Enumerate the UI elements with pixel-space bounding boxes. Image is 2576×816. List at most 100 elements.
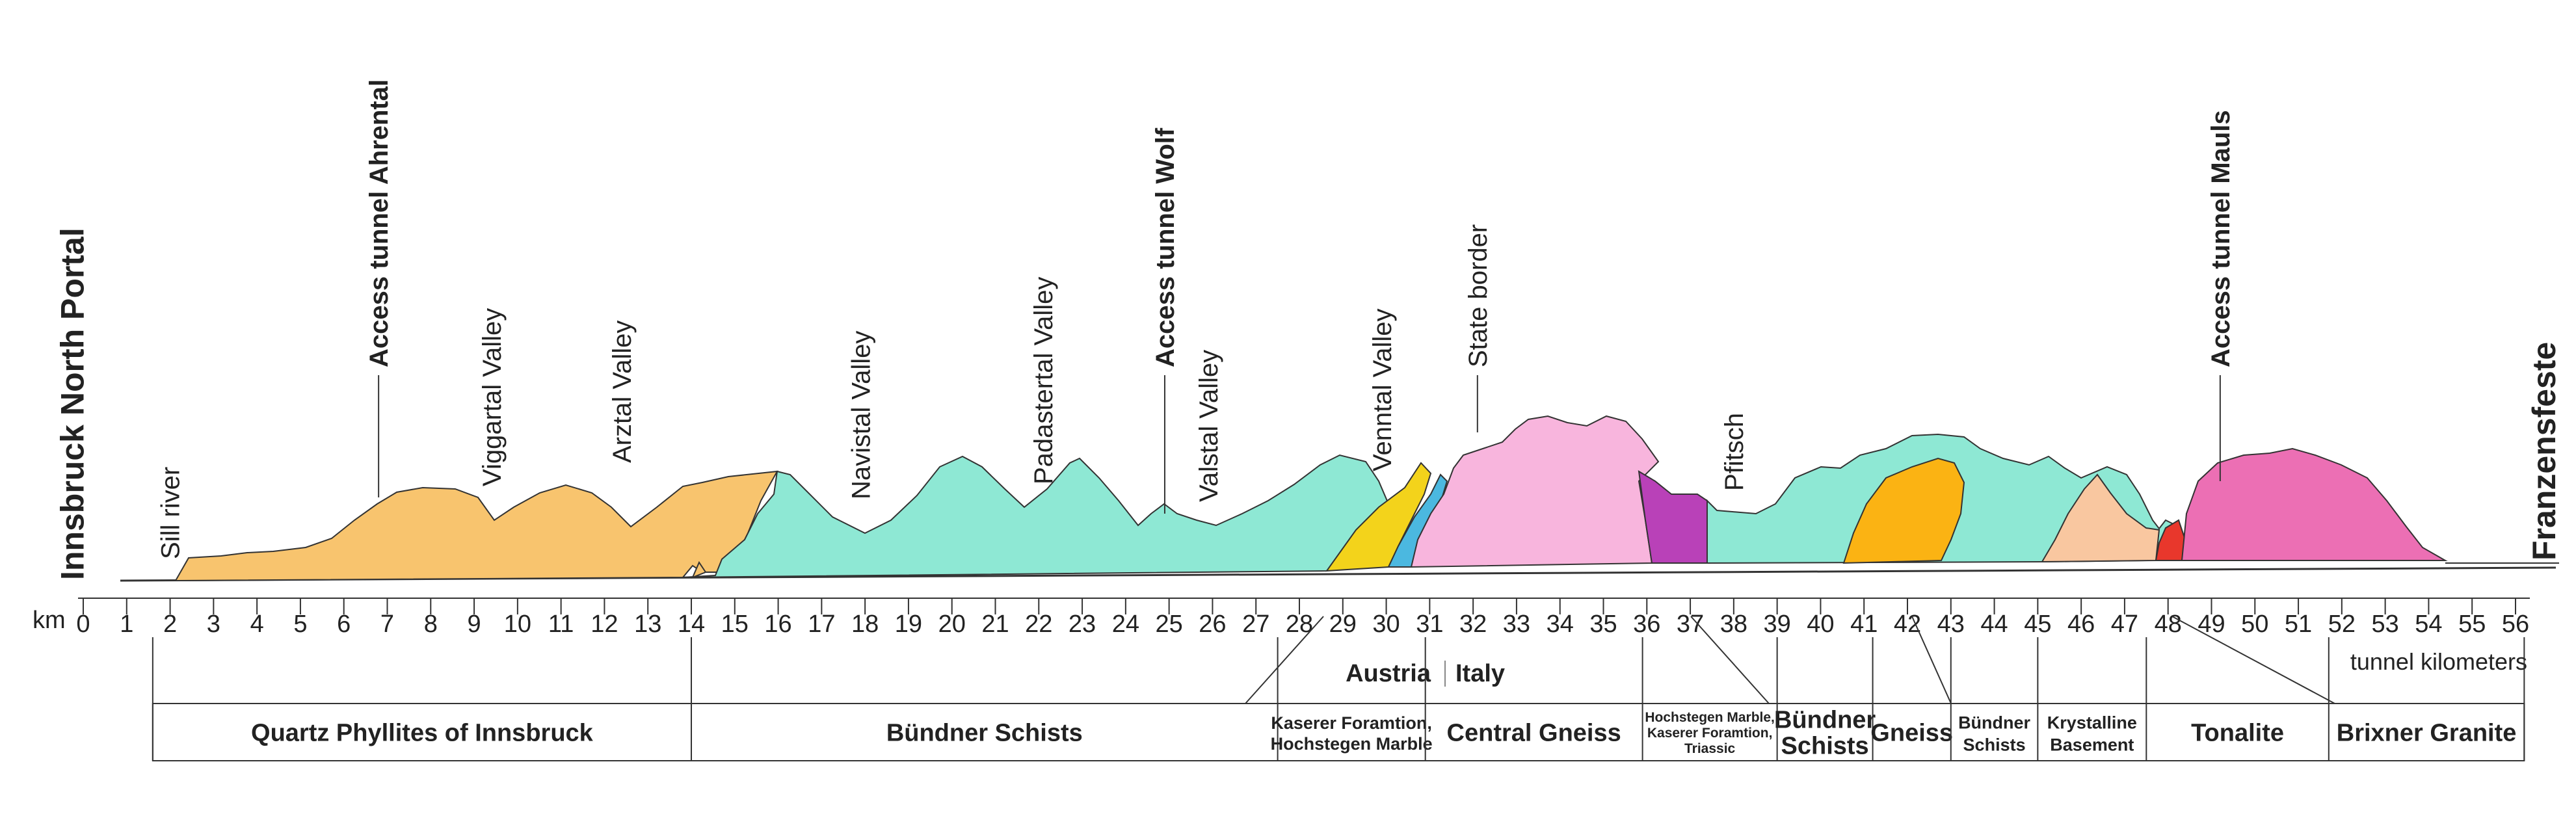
body-central-gneiss — [1410, 415, 1660, 568]
country-austria: Austria — [1346, 660, 1431, 687]
geology-label-buendner-schists-1: Bündner Schists — [886, 720, 1083, 747]
axis-tick-label: 41 — [1850, 611, 1878, 638]
axis-tick-label: 31 — [1416, 611, 1443, 638]
body-gneiss — [1842, 457, 1965, 564]
axis-tick-label: 19 — [895, 611, 922, 638]
tunnel-km-label: tunnel kilometers — [2350, 648, 2527, 675]
body-quartz-sliver — [691, 560, 707, 579]
axis-tick-label: 3 — [207, 611, 220, 638]
axis-tick-label: 45 — [2024, 611, 2051, 638]
axis-tick-label: 6 — [337, 611, 351, 638]
label-franzensfeste: Franzensfeste — [2526, 342, 2562, 560]
axis-tick-label: 10 — [504, 611, 531, 638]
geology-label-quartz-phyllites: Quartz Phyllites of Innsbruck — [251, 720, 594, 747]
axis-tick-label: 23 — [1069, 611, 1096, 638]
axis-tick-label: 15 — [721, 611, 749, 638]
label-navistal: Navistal Valley — [847, 331, 875, 499]
axis-tick-label: 7 — [380, 611, 394, 638]
axis-tick-label: 38 — [1720, 611, 1747, 638]
axis-tick-label: 28 — [1286, 611, 1313, 638]
geology-label-kaserer-formation: Hochstegen Marble — [1271, 734, 1433, 754]
geology-label-hochstegen-marble: Triassic — [1684, 741, 1736, 756]
axis-tick-label: 33 — [1503, 611, 1530, 638]
country-row: Austria Italy tunnel kilometers — [1346, 648, 2527, 687]
axis-tick-label: 50 — [2241, 611, 2268, 638]
axis-tick-label: 36 — [1633, 611, 1660, 638]
axis-tick-label: 48 — [2155, 611, 2182, 638]
geology-label-buendner-schists-3: Schists — [1963, 735, 2026, 755]
axis-tick-label: 4 — [250, 611, 264, 638]
geology-label-buendner-schists-3: Bündner — [1958, 713, 2030, 733]
axis-tick-label: 12 — [591, 611, 618, 638]
body-buendner-schists-1 — [682, 454, 1390, 578]
geology-leader — [2171, 616, 2335, 704]
country-italy: Italy — [1455, 660, 1505, 687]
axis-tick-label: 1 — [120, 611, 133, 638]
geology-label-krystalline-basement: Krystalline — [2047, 713, 2137, 733]
axis-tick-label: 21 — [981, 611, 1009, 638]
label-arztal: Arztal Valley — [608, 321, 637, 463]
label-sill-river: Sill river — [157, 467, 185, 559]
axis-tick-label: 35 — [1589, 611, 1617, 638]
label-access-ahrental: Access tunnel Ahrental — [365, 79, 393, 367]
label-valstal: Valstal Valley — [1195, 350, 1223, 502]
axis-tick-label: 14 — [678, 611, 705, 638]
axis-tick-label: 8 — [424, 611, 438, 638]
geology-leader — [1911, 616, 1952, 704]
geology-label-hochstegen-marble: Hochstegen Marble, — [1645, 710, 1775, 725]
geology-leader — [1245, 616, 1324, 704]
axis-tick-label: 24 — [1112, 611, 1139, 638]
axis-tick-label: 11 — [548, 611, 574, 638]
axis-tick-label: 0 — [76, 611, 90, 638]
axis-tick-label: 46 — [2067, 611, 2095, 638]
label-portal-north: Innsbruck North Portal — [55, 228, 91, 580]
label-padastertal: Padastertal Valley — [1029, 277, 1058, 484]
axis-tick-label: 30 — [1372, 611, 1400, 638]
geology-label-gneiss: Gneiss — [1870, 720, 1953, 747]
geology-table: Quartz Phyllites of Innsbruck Bündner Sch… — [152, 616, 2525, 761]
axis-tick-label: 26 — [1199, 611, 1226, 638]
axis-unit: km — [33, 607, 66, 634]
label-access-wolf: Access tunnel Wolf — [1151, 127, 1180, 367]
geology-label-krystalline-basement: Basement — [2050, 735, 2134, 755]
geology-leader — [1690, 616, 1770, 704]
axis-tick-label: 27 — [1242, 611, 1269, 638]
axis-tick-label: 25 — [1156, 611, 1183, 638]
axis-tick-label: 47 — [2111, 611, 2138, 638]
axis-tick-label: 51 — [2285, 611, 2312, 638]
axis-tick-label: 20 — [938, 611, 966, 638]
axis-tick-label: 39 — [1764, 611, 1791, 638]
axis-tick-label: 17 — [808, 611, 835, 638]
geology-label-tonalite: Tonalite — [2191, 720, 2284, 747]
body-krystalline — [2041, 473, 2160, 563]
label-access-mauls: Access tunnel Mauls — [2207, 110, 2235, 367]
axis-tick-label: 34 — [1547, 611, 1574, 638]
axis-tick-label: 43 — [1937, 611, 1965, 638]
axis-tick-label: 16 — [764, 611, 791, 638]
axis-tick-label: 52 — [2328, 611, 2356, 638]
label-state-border: State border — [1464, 224, 1493, 367]
label-pfitsch: Pfitsch — [1720, 413, 1749, 491]
axis-tick-label: 9 — [468, 611, 481, 638]
axis-tick-label: 44 — [1980, 611, 2008, 638]
geology-label-buendner-schists-2: Bündner — [1774, 707, 1876, 734]
geology-label-kaserer-formation: Kaserer Foramtion, — [1271, 713, 1432, 733]
axis-tick-label: 53 — [2372, 611, 2399, 638]
axis-tick-label: 5 — [293, 611, 307, 638]
axis-tick-label: 22 — [1025, 611, 1052, 638]
axis-tick-label: 29 — [1329, 611, 1357, 638]
geology-label-buendner-schists-2: Schists — [1781, 733, 1869, 760]
leader-lines — [378, 375, 2221, 514]
geology-label-brixner-granite: Brixner Granite — [2337, 720, 2517, 747]
axis-tick-label: 2 — [163, 611, 177, 638]
axis-tick-label: 56 — [2502, 611, 2529, 638]
axis-tick-label: 37 — [1677, 611, 1704, 638]
axis-tick-label: 13 — [634, 611, 661, 638]
profile-bodies — [120, 415, 2559, 582]
axis-tick-label: 40 — [1807, 611, 1834, 638]
axis-tick-label: 18 — [851, 611, 879, 638]
